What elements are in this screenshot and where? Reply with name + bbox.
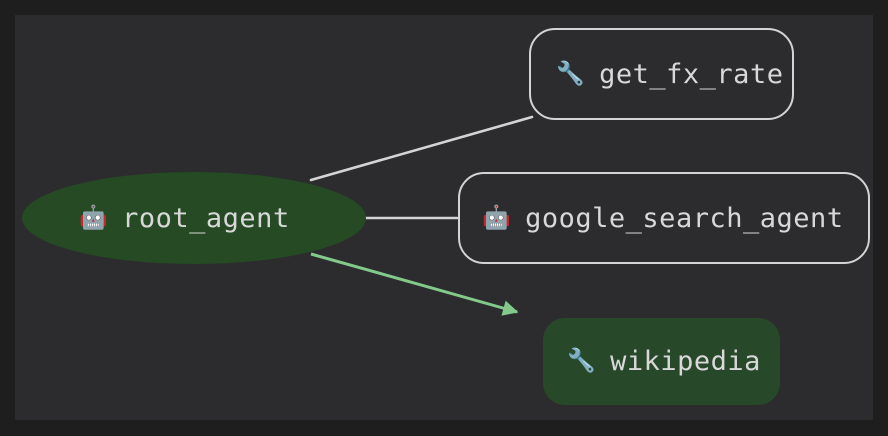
- edge-root-agent-to-get-fx-rate: [309, 115, 534, 182]
- wrench-icon: 🔧: [556, 60, 586, 87]
- graph-node-label: get_fx_rate: [599, 58, 784, 90]
- graph-node-wikipedia[interactable]: 🔧 wikipedia: [543, 318, 780, 405]
- robot-icon: 🤖: [79, 204, 109, 231]
- graph-node-get-fx-rate[interactable]: 🔧 get_fx_rate: [529, 28, 794, 120]
- graph-node-root-agent[interactable]: 🤖 root_agent: [22, 172, 366, 264]
- graph-node-google-search-agent[interactable]: 🤖 google_search_agent: [458, 172, 870, 264]
- graph-node-label: google_search_agent: [525, 202, 844, 234]
- robot-icon: 🤖: [482, 204, 512, 231]
- edge-root-agent-to-wikipedia: [310, 252, 519, 316]
- graph-node-label: wikipedia: [610, 346, 761, 377]
- graph-node-label: root_agent: [122, 202, 290, 234]
- wrench-icon: 🔧: [567, 348, 597, 374]
